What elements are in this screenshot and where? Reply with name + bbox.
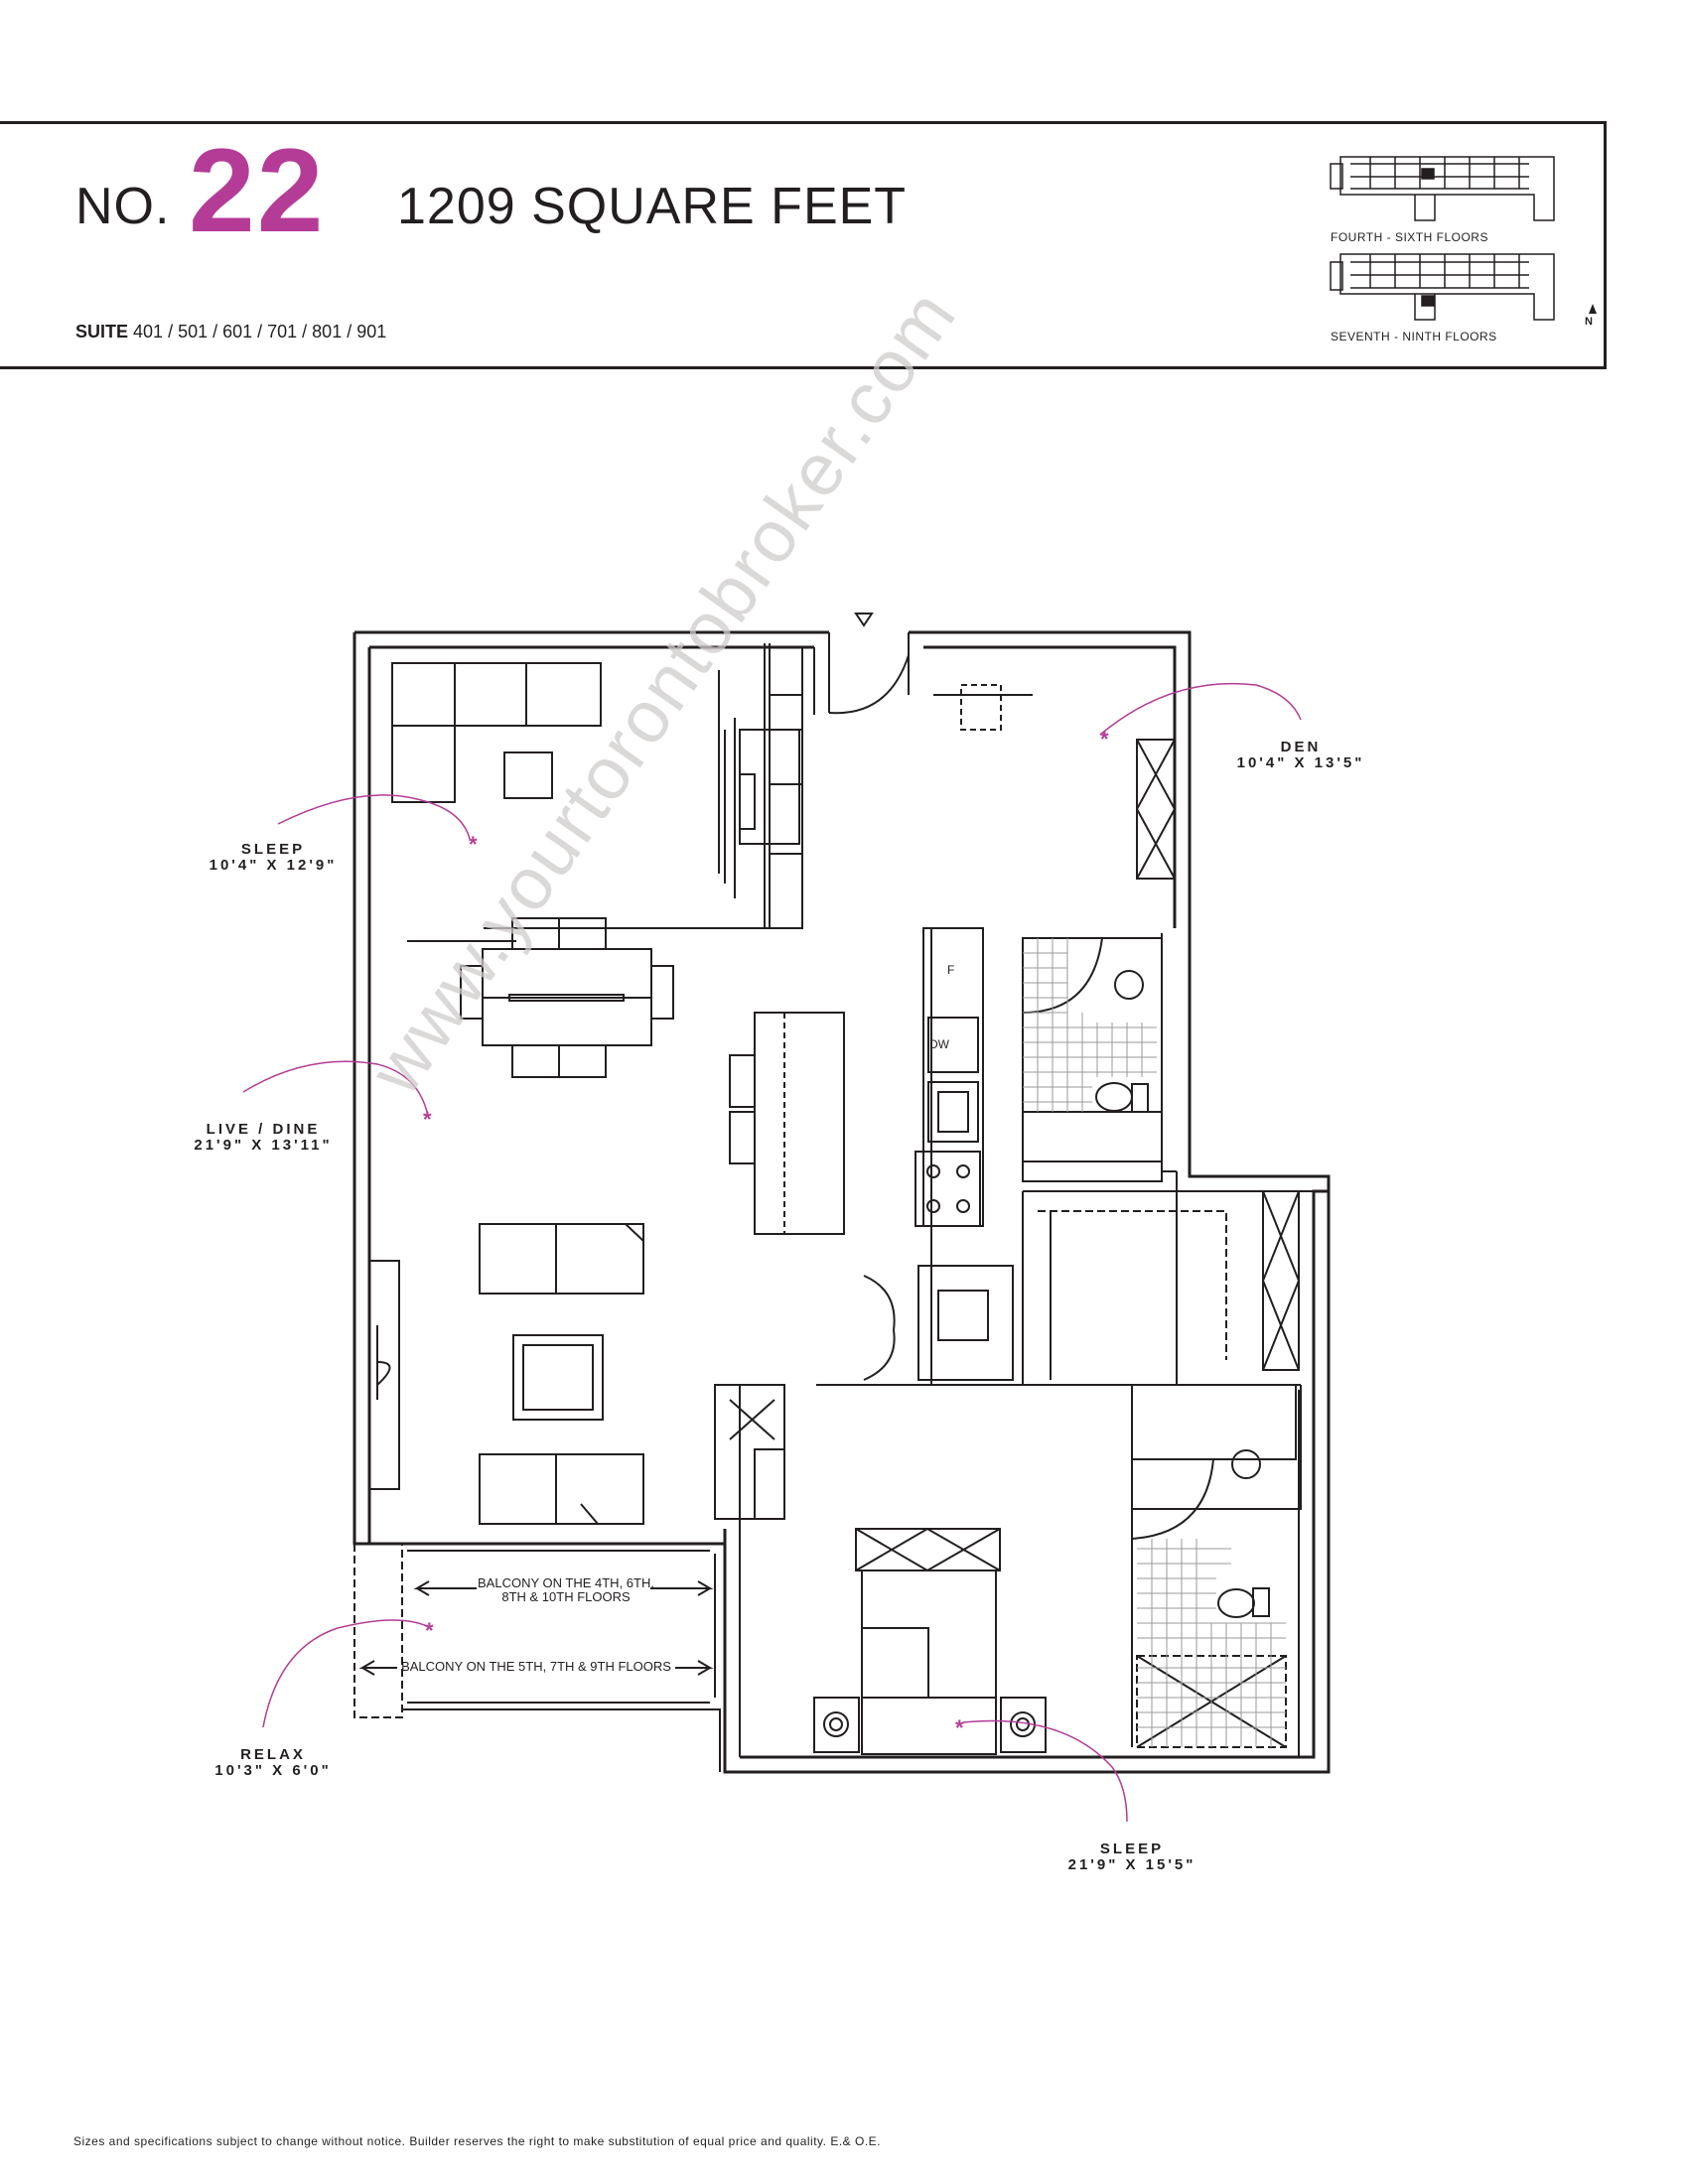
bed <box>861 1570 997 1755</box>
marker-icon: * <box>425 1618 434 1643</box>
key-plan-lower-label: SEVENTH - NINTH FLOORS <box>1331 330 1497 343</box>
kitchen <box>863 927 1014 1381</box>
dining-furniture <box>460 917 845 1235</box>
nightstand-left <box>813 1697 860 1753</box>
room-size: 10'4" X 12'9" <box>209 856 338 874</box>
leader-den <box>1099 682 1302 736</box>
suite-number: 22 <box>189 124 326 257</box>
den-shelf <box>1136 739 1176 880</box>
den-furniture <box>933 684 1177 880</box>
bath-1-tiles <box>1023 938 1157 1112</box>
marker-icon: * <box>423 1107 432 1132</box>
bath-2-tiles <box>1137 1539 1286 1747</box>
key-plan-lower <box>1330 253 1555 321</box>
leader-live-dine <box>242 1060 428 1113</box>
room-label-den: DEN 10'4" X 13'5" <box>1216 740 1385 771</box>
suite-prefix: NO. <box>75 178 171 235</box>
armchair <box>512 1334 604 1421</box>
room-size: 21'9" X 15'5" <box>1067 1855 1196 1873</box>
disclaimer: Sizes and specifications subject to chan… <box>73 2134 882 2148</box>
balcony-note-upper-line2: 8TH & 10TH FLOORS <box>501 1588 631 1604</box>
nightstand-right <box>1000 1697 1047 1753</box>
room-label-sleep-1: SLEEP 10'4" X 12'9" <box>189 842 357 874</box>
marker-icon: * <box>469 832 478 857</box>
room-label-sleep-2: SLEEP 21'9" X 15'5" <box>1043 1842 1221 1873</box>
entry-marker-icon <box>854 613 874 627</box>
north-label: N <box>1585 316 1593 328</box>
balcony-note-lower: BALCONY ON THE 5TH, 7TH & 9TH FLOORS <box>401 1659 671 1674</box>
leader-sleep-2 <box>962 1719 1128 1823</box>
linen-closet <box>714 1384 785 1520</box>
suite-list: SUITE 401 / 501 / 601 / 701 / 801 / 901 <box>75 322 386 342</box>
leader-lines <box>242 682 1302 1823</box>
room-label-live-dine: LIVE / DINE 21'9" X 13'11" <box>169 1122 357 1154</box>
headboard <box>855 1528 1001 1571</box>
ottoman <box>503 751 553 799</box>
kitchen-island <box>754 1012 845 1235</box>
balcony-note-upper-line1: BALCONY ON THE 4TH, 6TH, <box>478 1575 654 1590</box>
marker-icon: * <box>1100 727 1109 751</box>
leader-sleep-1 <box>277 794 471 840</box>
room-size: 21'9" X 13'11" <box>194 1136 333 1154</box>
room-label-relax: RELAX 10'3" X 6'0" <box>189 1747 357 1779</box>
room-size: 10'4" X 13'5" <box>1236 753 1365 771</box>
key-plan-upper-label: FOURTH - SIXTH FLOORS <box>1331 230 1488 244</box>
living-furniture <box>368 1223 644 1525</box>
room-name: RELAX <box>240 1746 306 1763</box>
balcony-note-upper: BALCONY ON THE 4TH, 6TH, 8TH & 10TH FLOO… <box>452 1576 680 1603</box>
sleep-room-furniture <box>391 643 802 928</box>
bath-1 <box>1022 937 1163 1182</box>
room-name: SLEEP <box>1099 1841 1165 1857</box>
dishwasher-label: DW <box>929 1037 949 1051</box>
suite-keyword: SUITE <box>75 322 129 341</box>
key-plan-upper <box>1330 156 1555 221</box>
media-unit <box>368 1260 400 1490</box>
entry-door <box>828 613 910 715</box>
leader-relax <box>262 1619 428 1728</box>
square-footage: 1209 SQUARE FEET <box>397 178 908 235</box>
north-arrow-icon <box>1589 304 1597 314</box>
room-name: DEN <box>1280 739 1322 755</box>
sofa <box>479 1223 644 1295</box>
suite-numbers: 401 / 501 / 601 / 701 / 801 / 901 <box>133 322 387 341</box>
header-frame <box>0 121 1607 369</box>
walk-in-closet <box>1038 1190 1301 1380</box>
fridge-label: F <box>947 963 955 977</box>
room-name: LIVE / DINE <box>206 1121 321 1138</box>
sofa-2 <box>479 1453 644 1525</box>
bedroom-furniture <box>813 1527 1047 1755</box>
room-markers: * * * * * <box>423 727 1109 1740</box>
balcony <box>353 1543 725 1772</box>
room-name: SLEEP <box>240 841 306 858</box>
room-size: 10'3" X 6'0" <box>214 1761 332 1779</box>
sofa-back <box>391 662 602 727</box>
marker-icon: * <box>955 1715 964 1740</box>
